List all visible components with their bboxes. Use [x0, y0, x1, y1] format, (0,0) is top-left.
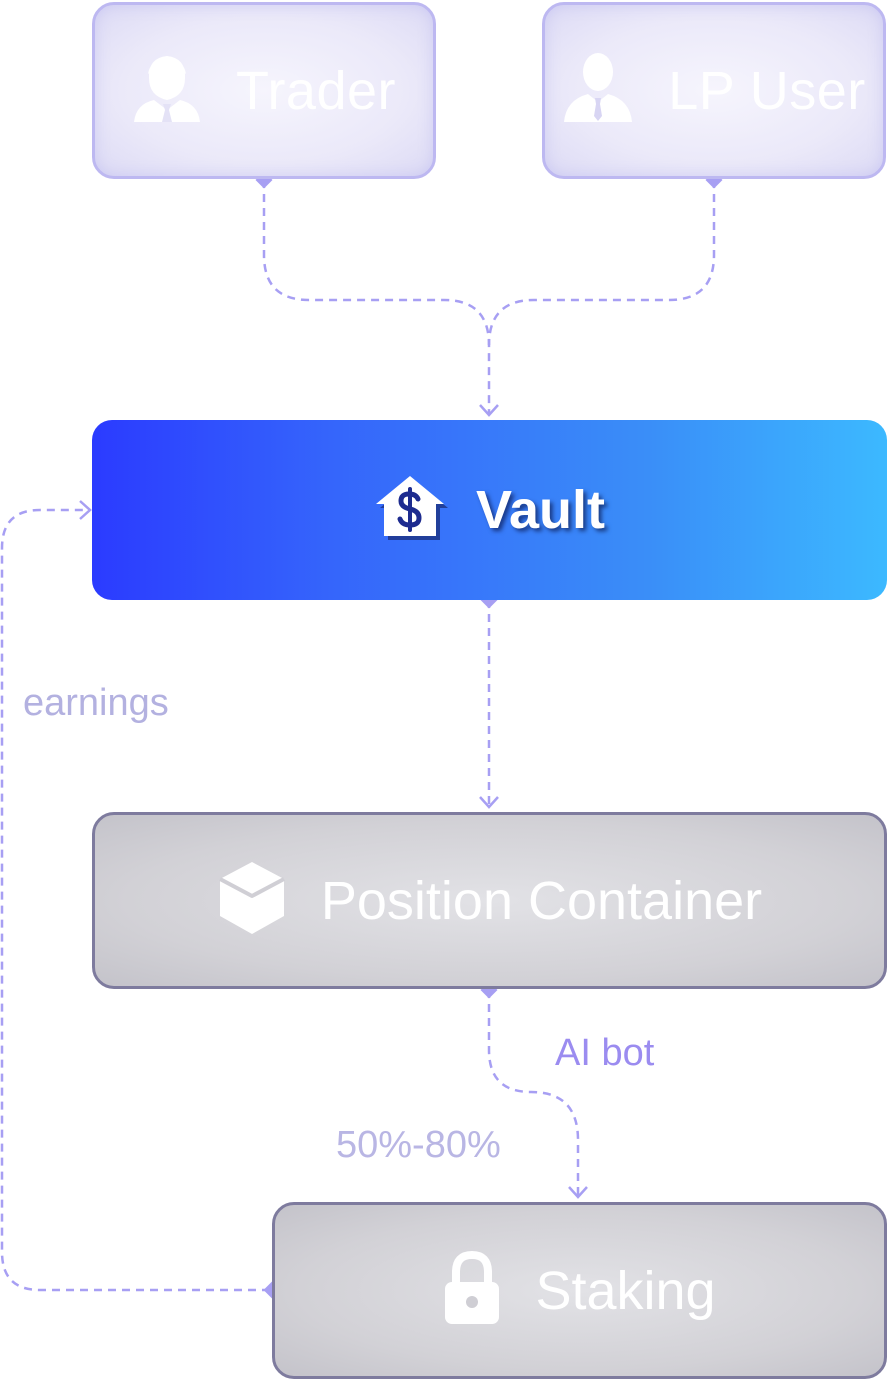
lock-icon: [443, 1250, 501, 1331]
edge-lp-to-vault: [487, 180, 716, 346]
staking-node: Staking: [272, 1202, 887, 1379]
trader-node: Trader: [92, 2, 436, 179]
edge-position-to-staking: [487, 990, 580, 1196]
percentage-edge-label: 50%-80%: [336, 1124, 501, 1166]
edge-trader-to-vault: [262, 180, 491, 414]
vault-node: Vault: [92, 420, 887, 600]
arrowhead-staking-top: [568, 1186, 588, 1199]
ai-bot-edge-label: AI bot: [555, 1032, 655, 1074]
house-dollar-icon: [374, 472, 450, 549]
earnings-edge-label: earnings: [23, 682, 169, 724]
cube-icon: [217, 860, 287, 941]
vault-label: Vault: [475, 480, 606, 540]
arrowhead-position-top: [479, 796, 499, 809]
position-container-node: Position Container: [92, 812, 887, 989]
arrowhead-vault-top: [479, 404, 499, 417]
lp-user-label: LP User: [668, 60, 866, 121]
position-container-label: Position Container: [320, 870, 763, 931]
trader-label: Trader: [235, 60, 397, 121]
businessman-icon: [132, 52, 202, 129]
user-tie-icon: [562, 52, 634, 129]
lp-user-node: LP User: [542, 2, 886, 179]
arrowhead-vault-left: [79, 500, 92, 520]
staking-label: Staking: [535, 1260, 716, 1321]
